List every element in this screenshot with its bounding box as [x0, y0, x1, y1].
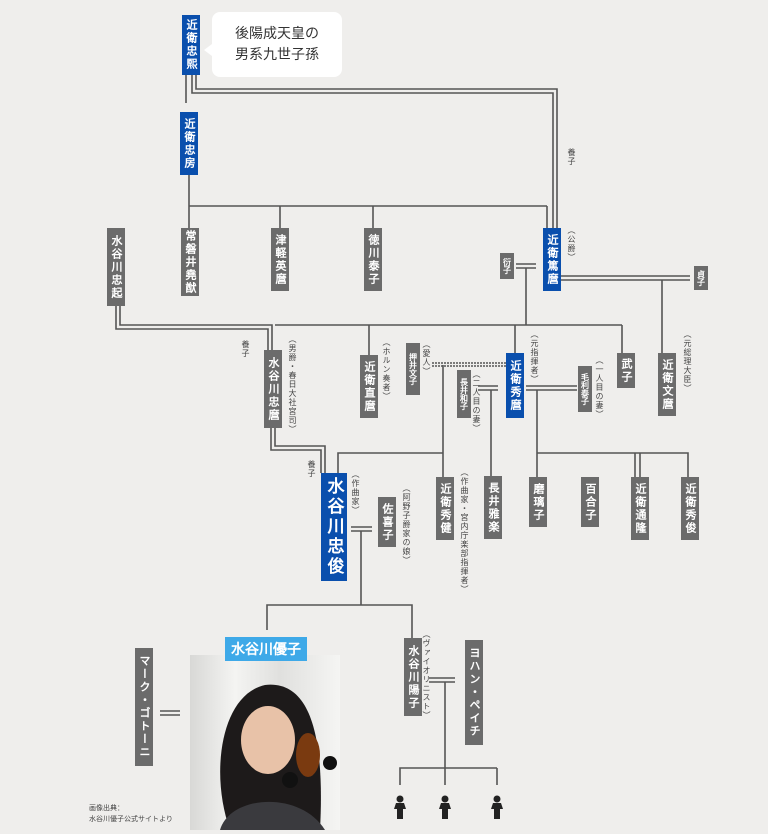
note-adopted: 養子 [567, 148, 576, 166]
note-yoko: （ヴァイオリニスト） [422, 630, 431, 720]
person-tokugawa: 徳川泰子 [364, 228, 382, 291]
note-first-wife: （一人目の妻） [595, 356, 604, 419]
person-konoe-tadahiro: 近衛忠熙 [182, 15, 200, 75]
person-sawako: 衍子 [500, 253, 514, 279]
child-person-icon [439, 795, 451, 819]
note-adopted: 養子 [241, 340, 250, 358]
person-tokiwai: 常磐井堯猷 [181, 228, 199, 296]
person-nagai-uta: 長井雅楽 [484, 476, 502, 539]
person-yuriko: 百合子 [581, 477, 599, 527]
person-johan-pejic: ヨハン・ペイチ [465, 640, 483, 745]
person-mariko: 磨璃子 [529, 477, 547, 527]
note-sakiko: （阿野子爵家の娘） [402, 484, 411, 565]
person-mizuyagawa-yoko: 水谷川陽子 [404, 638, 422, 716]
person-konoe-hidetoshi: 近衛秀俊 [681, 477, 699, 540]
credit-line: 画像出典： [89, 804, 124, 812]
note-naomaro: （ホルン奏者） [382, 338, 391, 401]
person-mark-gothoni: マーク・ゴトーニ [135, 648, 153, 766]
person-konoe-hidetake: 近衛秀健 [436, 477, 454, 540]
person-konoe-tadafusa: 近衛忠房 [180, 112, 198, 175]
child-person-icon [394, 795, 406, 819]
note-duke: （公爵） [567, 226, 576, 262]
callout-line: 男系九世子孫 [235, 46, 319, 63]
portrait-photo [190, 655, 340, 830]
person-mizuyagawa-tadamaro: 水谷川忠麿 [264, 350, 282, 428]
person-motoko: 貞子 [694, 266, 708, 290]
credit-line: 水谷川優子公式サイトより [89, 815, 173, 823]
person-tsugaru: 津軽英麿 [271, 228, 289, 291]
person-mizuyagawa-tadaoki: 水谷川忠起 [107, 228, 125, 306]
person-nagai-kazuko: 長井和子 [457, 370, 471, 418]
note-fumimaro: （元総理大臣） [683, 330, 692, 393]
person-mori-yasuko: 毛利泰子 [578, 366, 592, 412]
note-hidetake: （作曲家・宮内庁楽部指揮者） [460, 468, 469, 594]
note-lover: （愛人） [422, 340, 431, 376]
note-tadamaro: （男爵・春日大社宮司） [288, 335, 297, 434]
person-fumiko: 押井文子 [406, 343, 420, 395]
callout-bubble: 後陽成天皇の男系九世子孫 [204, 12, 342, 77]
portrait-illustration [220, 684, 337, 830]
person-takeko: 武子 [617, 353, 635, 388]
person-konoe-fumimaro: 近衛文麿 [658, 353, 676, 416]
note-hidemaro: （元指揮者） [530, 330, 539, 384]
image-credit: 画像出典： 水谷川優子公式サイトより [89, 803, 173, 825]
note-tadatoshi: （作曲家） [351, 470, 360, 515]
person-sakiko: 佐喜子 [378, 497, 396, 547]
note-adopted: 養子 [307, 460, 316, 478]
person-konoe-atsumaro: 近衛篤麿 [543, 228, 561, 291]
note-second-wife: （二人目の妻） [472, 370, 481, 433]
person-mizuyagawa-tadatoshi: 水谷川忠俊 [321, 473, 347, 581]
callout-line: 後陽成天皇の [235, 25, 319, 42]
person-konoe-michitaka: 近衛通隆 [631, 477, 649, 540]
child-person-icon [491, 795, 503, 819]
person-mizuyagawa-yuko: 水谷川優子 [225, 637, 307, 661]
person-konoe-naomaro: 近衛直麿 [360, 355, 378, 418]
person-konoe-hidemaro: 近衛秀麿 [506, 353, 524, 418]
